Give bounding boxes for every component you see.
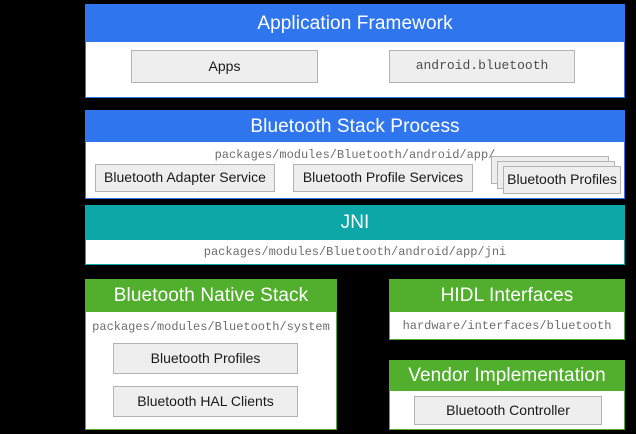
hidl-interfaces-header: HIDL Interfaces xyxy=(389,279,625,312)
hidl-interfaces-body: hardware/interfaces/bluetooth xyxy=(389,312,625,340)
node-bluetooth-adapter-service[interactable]: Bluetooth Adapter Service xyxy=(95,164,275,192)
node-bluetooth-profiles-stack[interactable]: Bluetooth Profiles xyxy=(491,156,621,196)
layer-bluetooth-stack-process: Bluetooth Stack Process packages/modules… xyxy=(85,110,625,199)
bluetooth-stack-process-header: Bluetooth Stack Process xyxy=(85,110,625,142)
node-bluetooth-hal-clients[interactable]: Bluetooth HAL Clients xyxy=(113,386,298,417)
connector-line xyxy=(337,302,389,304)
bluetooth-stack-process-body: packages/modules/Bluetooth/android/app/ … xyxy=(85,142,625,199)
vendor-implementation-body: Bluetooth Controller xyxy=(389,391,625,430)
node-bluetooth-controller[interactable]: Bluetooth Controller xyxy=(414,396,602,425)
connector-native-stack-to-hidl xyxy=(337,296,389,310)
jni-body: packages/modules/Bluetooth/android/app/j… xyxy=(85,240,625,265)
bluetooth-native-stack-body: packages/modules/Bluetooth/system Blueto… xyxy=(85,312,337,430)
node-bluetooth-profile-services[interactable]: Bluetooth Profile Services xyxy=(293,164,473,192)
layer-hidl-interfaces: HIDL Interfaces hardware/interfaces/blue… xyxy=(389,279,625,340)
layer-jni: JNI packages/modules/Bluetooth/android/a… xyxy=(85,205,625,265)
vendor-implementation-header: Vendor Implementation xyxy=(389,360,625,391)
node-native-bluetooth-profiles[interactable]: Bluetooth Profiles xyxy=(113,343,298,374)
bluetooth-native-stack-path: packages/modules/Bluetooth/system xyxy=(92,320,330,334)
application-framework-body: Apps android.bluetooth xyxy=(85,42,625,98)
node-bluetooth-profiles-front[interactable]: Bluetooth Profiles xyxy=(503,166,621,194)
connector-arrowhead-right xyxy=(382,298,389,308)
layer-bluetooth-native-stack: Bluetooth Native Stack packages/modules/… xyxy=(85,279,337,430)
node-apps[interactable]: Apps xyxy=(131,50,318,83)
application-framework-header: Application Framework xyxy=(85,4,625,42)
hidl-interfaces-path: hardware/interfaces/bluetooth xyxy=(402,318,612,333)
connector-arrowhead-left xyxy=(337,298,344,308)
jni-header: JNI xyxy=(85,205,625,240)
layer-application-framework: Application Framework Apps android.bluet… xyxy=(85,4,625,98)
node-android-bluetooth[interactable]: android.bluetooth xyxy=(389,50,575,83)
layer-vendor-implementation: Vendor Implementation Bluetooth Controll… xyxy=(389,360,625,430)
bluetooth-stack-process-path: packages/modules/Bluetooth/android/app/ xyxy=(214,148,496,162)
bluetooth-native-stack-header: Bluetooth Native Stack xyxy=(85,279,337,312)
jni-path: packages/modules/Bluetooth/android/app/j… xyxy=(203,245,507,259)
